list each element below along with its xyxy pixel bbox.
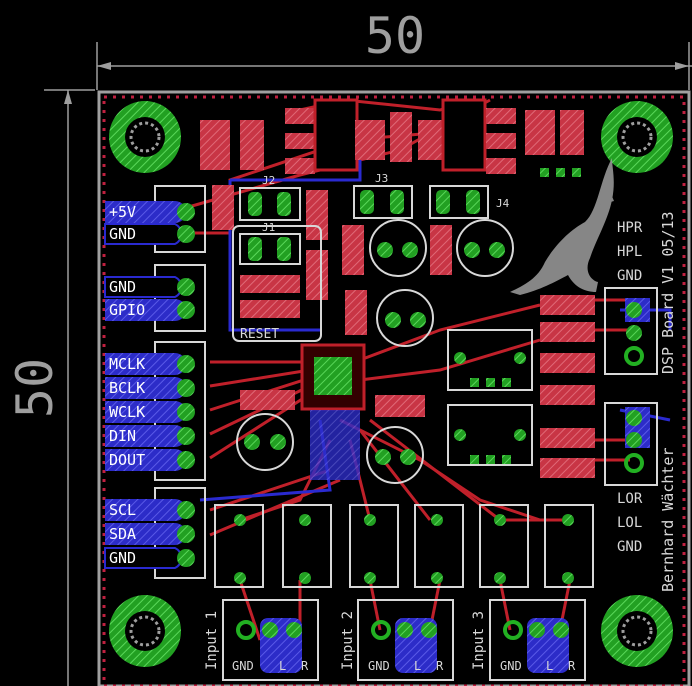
board-author: Bernhard Wächter	[659, 448, 677, 593]
pin-label-wclk: WCLK	[109, 403, 145, 421]
label-hpl: HPL	[617, 244, 642, 260]
input-2-name: Input 2	[340, 611, 356, 670]
filter-blocks	[214, 329, 594, 681]
input-1-pin-l: L	[279, 659, 286, 673]
input-labels: Input 1 Input 2 Input 3 GND L R GND L R …	[204, 611, 576, 673]
input-3-pin-l: L	[546, 659, 553, 673]
pin-label-sda: SDA	[109, 525, 136, 543]
pin-label-mclk: MCLK	[109, 355, 145, 373]
input-1-name: Input 1	[204, 611, 220, 670]
smd-components	[200, 98, 595, 478]
pin-label-dout: DOUT	[109, 451, 145, 469]
label-lor: LOR	[617, 491, 643, 507]
label-lol: LOL	[617, 515, 642, 531]
label-hpr: HPR	[617, 220, 643, 236]
pin-label-scl: SCL	[109, 501, 136, 519]
electrolytic-caps	[236, 219, 514, 484]
mounting-holes	[109, 101, 673, 667]
height-label: 50	[6, 358, 64, 418]
dimension-height: 50	[6, 89, 95, 686]
left-pin-pads	[104, 201, 195, 569]
right-labels: HPR HPL GND LOR LOL GND	[617, 220, 643, 555]
width-label: 50	[365, 7, 425, 65]
input-1-pin-gnd: GND	[232, 659, 254, 673]
dimension-width: 50	[96, 7, 692, 90]
jumper-label-j2: J2	[262, 174, 275, 187]
input-2-pin-l: L	[414, 659, 421, 673]
pin-label-bclk: BCLK	[109, 379, 145, 397]
input-3-name: Input 3	[471, 611, 487, 670]
cat-logo	[510, 158, 614, 295]
jumpers: J2 J3 J4 J1	[239, 172, 510, 265]
input-3-pin-gnd: GND	[500, 659, 522, 673]
input-3-pin-r: R	[568, 659, 576, 673]
jumper-label-j1: J1	[262, 221, 275, 234]
reset-button: RESET	[232, 225, 322, 342]
input-connector-pads	[236, 618, 569, 673]
pin-label-gnd-power: GND	[109, 225, 136, 243]
pin-label-5v: +5V	[109, 203, 136, 221]
pin-label-gnd-gpio: GND	[109, 278, 136, 296]
dsp-chip	[300, 343, 366, 480]
pin-label-gnd-i2c: GND	[109, 549, 136, 567]
right-headers	[604, 287, 658, 486]
input-1-pin-r: R	[301, 659, 309, 673]
label-gnd-lo: GND	[617, 539, 642, 555]
input-2-pin-gnd: GND	[368, 659, 390, 673]
pin-label-din: DIN	[109, 427, 136, 445]
vias	[234, 168, 581, 584]
reset-label: RESET	[240, 327, 279, 342]
board-outline	[97, 90, 691, 686]
left-pin-labels: +5V GND GND GPIO MCLK BCLK WCLK DIN DOUT…	[109, 203, 145, 567]
input-2-pin-r: R	[436, 659, 444, 673]
jumper-label-j4: J4	[496, 197, 510, 210]
jumper-label-j3: J3	[375, 172, 388, 185]
pin-label-gpio: GPIO	[109, 301, 145, 319]
board-title: DSP Board V1 05/13	[659, 211, 677, 374]
label-gnd-hp: GND	[617, 268, 642, 284]
